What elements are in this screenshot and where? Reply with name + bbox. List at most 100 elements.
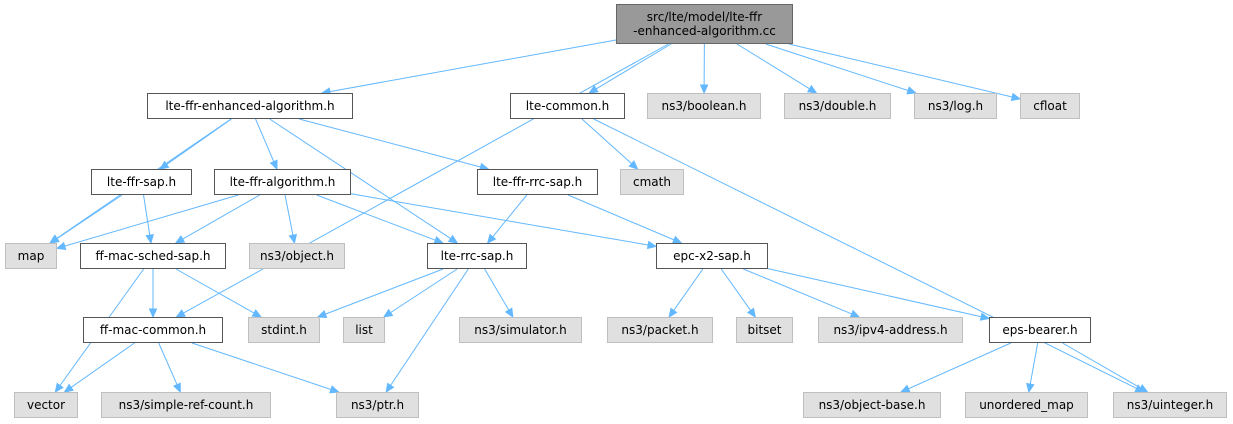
- edge-epc_x2_sap_h-to-ns3_ipv4_address_h: [743, 268, 852, 315]
- edge-arrowhead: [148, 308, 158, 319]
- edge-ff_mac_sched_sap_h-to-stdint_h: [175, 268, 255, 314]
- node-lte-rrc-sap-h[interactable]: lte-rrc-sap.h: [427, 243, 527, 269]
- edge-lte_ffr_algorithm_h-to-ff_mac_sched_sap_h: [182, 194, 260, 240]
- edge-arrowhead: [175, 309, 186, 318]
- edge-epc_x2_sap_h-to-eps_bearer_h: [767, 268, 982, 318]
- edge-arrowhead: [447, 234, 459, 244]
- node-vector[interactable]: vector: [14, 392, 78, 418]
- node-ns3-packet-h[interactable]: ns3/packet.h: [607, 317, 713, 343]
- edge-arrowhead: [382, 308, 394, 318]
- edge-arrowhead: [49, 234, 60, 244]
- edge-arrowhead: [486, 233, 497, 244]
- node-cmath[interactable]: cmath: [620, 169, 684, 195]
- node-lte-ffr-enhanced-algorithm-h[interactable]: lte-ffr-enhanced-algorithm.h: [147, 93, 353, 119]
- edge-arrowhead: [251, 309, 263, 318]
- edge-arrowhead: [1010, 92, 1022, 102]
- edge-lte_ffr_enhanced_algorithm_h-to-lte_ffr_rrc_sap_h: [299, 118, 481, 168]
- edge-root-to-ns3_double_h: [736, 43, 810, 90]
- node-bitset[interactable]: bitset: [736, 317, 793, 343]
- edge-arrowhead: [746, 307, 756, 319]
- edge-lte_rrc_sap_h-to-list: [390, 268, 458, 314]
- edge-lte_common_h-to-cmath: [581, 118, 632, 165]
- edge-eps_bearer_h-to-ns3_uinteger_h: [1062, 342, 1141, 389]
- node-ns3-ipv4-address-h[interactable]: ns3/ipv4-address.h: [818, 317, 963, 343]
- node-ns3-simple-ref-count-h[interactable]: ns3/simple-ref-count.h: [101, 392, 271, 418]
- edge-arrowhead: [899, 384, 911, 393]
- node-ns3-boolean-h[interactable]: ns3/boolean.h: [647, 93, 761, 119]
- node-ff-mac-sched-sap-h[interactable]: ff-mac-sched-sap.h: [80, 243, 226, 269]
- edge-arrowhead: [979, 312, 991, 321]
- edge-lte_ffr_sap_h-to-map: [56, 194, 123, 239]
- node-ns3-simulator-h[interactable]: ns3/simulator.h: [459, 317, 582, 343]
- edge-arrowhead: [145, 233, 154, 245]
- edge-arrowhead: [159, 160, 170, 170]
- edge-lte_common_h-to-ns3_uinteger_h: [593, 118, 1137, 389]
- edge-lte_ffr_sap_h-to-ff_mac_sched_sap_h: [143, 194, 151, 236]
- root-label-line2: -enhanced-algorithm.cc: [633, 24, 776, 38]
- edge-lte_ffr_algorithm_h-to-ns3_object_h: [284, 194, 294, 236]
- node-unordered-map[interactable]: unordered_map: [965, 392, 1088, 418]
- node-lte-common-h[interactable]: lte-common.h: [510, 93, 625, 119]
- edge-arrowhead: [628, 160, 639, 170]
- edge-arrowhead: [1026, 382, 1035, 394]
- edge-arrowhead: [504, 307, 514, 319]
- root-label-line1: src/lte/model/lte-ffr: [646, 10, 763, 24]
- edge-arrowhead: [269, 159, 278, 171]
- node-lte-ffr-rrc-sap-h[interactable]: lte-ffr-rrc-sap.h: [477, 169, 598, 195]
- node-ns3-log-h[interactable]: ns3/log.h: [914, 93, 997, 119]
- edge-lte_ffr_enhanced_algorithm_h-to-lte_ffr_algorithm_h: [255, 118, 275, 162]
- edge-epc_x2_sap_h-to-ns3_packet_h: [673, 268, 704, 311]
- node-ff-mac-common-h[interactable]: ff-mac-common.h: [83, 317, 223, 343]
- edge-epc_x2_sap_h-to-bitset: [720, 268, 752, 311]
- edge-arrowhead: [1137, 384, 1149, 393]
- node-ns3-uinteger-h[interactable]: ns3/uinteger.h: [1113, 392, 1227, 418]
- node-stdint-h[interactable]: stdint.h: [248, 317, 320, 343]
- node-cfloat[interactable]: cfloat: [1020, 93, 1080, 119]
- edge-arrowhead: [806, 84, 818, 94]
- edge-ff_mac_common_h-to-vector: [70, 342, 135, 388]
- edge-arrowhead: [54, 382, 64, 394]
- edge-lte_rrc_sap_h-to-ns3_simulator_h: [484, 268, 510, 311]
- edge-lte_rrc_sap_h-to-ns3_ptr_h: [390, 268, 469, 386]
- edge-arrowhead: [699, 84, 709, 95]
- edge-arrowhead: [646, 240, 658, 250]
- node-lte-ffr-sap-h[interactable]: lte-ffr-sap.h: [91, 169, 192, 195]
- edge-eps_bearer_h-to-unordered_map: [1029, 342, 1039, 385]
- edge-arrowhead: [316, 309, 328, 318]
- edge-arrowhead: [172, 382, 181, 394]
- node-ns3-ptr-h[interactable]: ns3/ptr.h: [336, 392, 419, 418]
- edge-arrowhead: [385, 382, 395, 394]
- edge-arrowhead: [329, 385, 340, 394]
- edge-root-to-lte_ffr_enhanced_algorithm_h: [329, 39, 617, 93]
- edge-ff_mac_common_h-to-ns3_ptr_h: [191, 342, 332, 390]
- edge-lte_ffr_enhanced_algorithm_h-to-lte_ffr_sap_h: [166, 118, 232, 165]
- edge-arrowhead: [288, 233, 298, 245]
- edge-arrowhead: [668, 307, 678, 319]
- node-ns3-object-base-h[interactable]: ns3/object-base.h: [803, 392, 941, 418]
- node-epc-x2-sap-h[interactable]: epc-x2-sap.h: [656, 243, 768, 269]
- edge-arrowhead: [174, 235, 186, 244]
- edge-ff_mac_common_h-to-ns3_simple_ref_count_h: [158, 342, 178, 385]
- edge-lte_ffr_enhanced_algorithm_h-to-lte_rrc_sap_h: [269, 118, 451, 240]
- edge-arrowhead: [906, 86, 917, 95]
- edge-root-to-lte_common_h: [595, 43, 672, 90]
- node-eps-bearer-h[interactable]: eps-bearer.h: [989, 317, 1091, 343]
- node-list[interactable]: list: [343, 317, 385, 343]
- node-ns3-double-h[interactable]: ns3/double.h: [784, 93, 891, 119]
- edge-lte_ffr_rrc_sap_h-to-epc_x2_sap_h: [567, 194, 675, 241]
- edge-lte_rrc_sap_h-to-stdint_h: [325, 268, 444, 315]
- edge-eps_bearer_h-to-ns3_object_base_h: [908, 342, 1012, 390]
- node-ns3-object-h[interactable]: ns3/object.h: [249, 243, 345, 269]
- edge-root-to-ns3_log_h: [765, 43, 909, 91]
- edge-lte_ffr_algorithm_h-to-epc_x2_sap_h: [350, 193, 649, 246]
- edge-lte_ffr_rrc_sap_h-to-lte_rrc_sap_h: [492, 194, 528, 238]
- node-root-file[interactable]: src/lte/model/lte-ffr -enhanced-algorith…: [616, 4, 793, 44]
- node-map[interactable]: map: [5, 243, 57, 269]
- edge-arrowhead: [63, 383, 74, 393]
- edge-lte_ffr_algorithm_h-to-lte_rrc_sap_h: [316, 194, 436, 241]
- edge-root-to-cfloat: [788, 43, 1013, 98]
- edge-lte_ffr_algorithm_h-to-map: [64, 194, 239, 247]
- node-lte-ffr-algorithm-h[interactable]: lte-ffr-algorithm.h: [214, 169, 351, 195]
